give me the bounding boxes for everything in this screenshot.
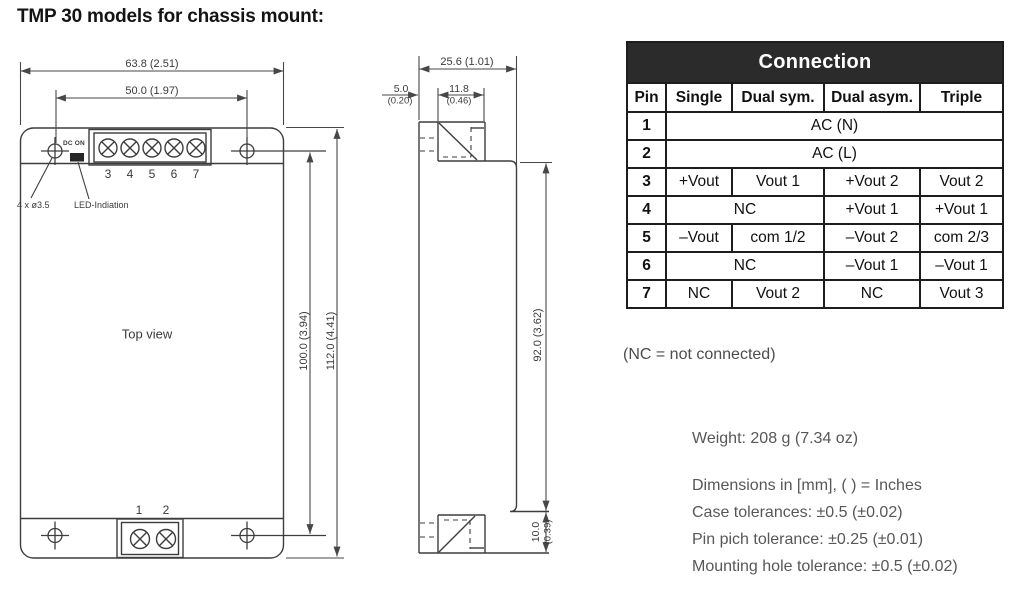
- value-cell: –Vout 1: [823, 251, 921, 281]
- dim-depth-label: 25.6 (1.01): [440, 56, 494, 68]
- col-header-dual-sym: Dual sym.: [731, 82, 825, 113]
- side-view-dimensions: [382, 56, 552, 552]
- dim-terminal-width-mm: 11.8: [449, 83, 469, 95]
- dim-hole-height-label: 100.0 (3.94): [298, 311, 310, 371]
- front-view-outline: [19, 127, 285, 559]
- pin-cell: 3: [626, 167, 667, 197]
- bottom-terminal-screws: [129, 528, 177, 550]
- dim-body-height-label: 92.0 (3.62): [532, 308, 544, 362]
- dim-terminal-offset-mm: 5.0: [393, 83, 409, 95]
- table-row: 5 –Vout com 1/2 –Vout 2 com 2/3: [626, 223, 1004, 253]
- table-header-row: Pin Single Dual sym. Dual asym. Triple: [626, 82, 1004, 113]
- pin-label: 3: [104, 167, 112, 181]
- table-row: 3 +Vout Vout 1 +Vout 2 Vout 2: [626, 167, 1004, 197]
- dim-outer-width-label: 63.8 (2.51): [125, 58, 179, 70]
- value-cell: Vout 3: [919, 279, 1004, 309]
- pin-cell: 7: [626, 279, 667, 309]
- table-row: 2 AC (L): [626, 139, 1004, 169]
- col-header-pin: Pin: [626, 82, 667, 113]
- pin-cell: 2: [626, 139, 667, 169]
- table-row: 4 NC +Vout 1 +Vout 1: [626, 195, 1004, 225]
- leader-lines: [30, 157, 90, 200]
- tolerance-notes: Dimensions in [mm], ( ) = Inches Case to…: [692, 472, 958, 580]
- value-cell: com 1/2: [731, 223, 825, 253]
- value-cell: NC: [665, 251, 825, 281]
- pin-pitch-tolerance-note: Pin pich tolerance: ±0.25 (±0.01): [692, 531, 924, 548]
- value-cell: Vout 1: [731, 167, 825, 197]
- pin-cell: 6: [626, 251, 667, 281]
- top-terminal-screws: [98, 138, 206, 158]
- value-cell: AC (L): [665, 139, 1004, 169]
- side-view-hidden-lines: [420, 127, 472, 549]
- value-cell: –Vout 1: [919, 251, 1004, 281]
- connection-table-title: Connection: [626, 41, 1004, 84]
- led-note: LED-Indiation: [74, 200, 129, 210]
- dim-terminal-height-mm: 10.0: [530, 521, 542, 543]
- pin-label: 7: [192, 167, 200, 181]
- weight-note: Weight: 208 g (7.34 oz): [692, 430, 859, 447]
- value-cell: +Vout 2: [823, 167, 921, 197]
- nc-footnote: (NC = not connected): [623, 346, 776, 363]
- dim-terminal-offset-in: (0.20): [387, 95, 413, 107]
- value-cell: +Vout 1: [919, 195, 1004, 225]
- value-cell: Vout 2: [731, 279, 825, 309]
- value-cell: com 2/3: [919, 223, 1004, 253]
- pin-label: 1: [135, 503, 143, 517]
- value-cell: NC: [665, 279, 733, 309]
- pin-label: 6: [170, 167, 178, 181]
- table-row: 7 NC Vout 2 NC Vout 3: [626, 279, 1004, 309]
- col-header-triple: Triple: [919, 82, 1004, 113]
- mounting-hole-tolerance-note: Mounting hole tolerance: ±0.5 (±0.02): [692, 558, 958, 575]
- dc-on-label: DC ON: [63, 140, 85, 147]
- col-header-dual-asym: Dual asym.: [823, 82, 921, 113]
- view-label: Top view: [121, 326, 173, 342]
- led-indicator: [70, 153, 84, 162]
- value-cell: NC: [823, 279, 921, 309]
- pin-cell: 4: [626, 195, 667, 225]
- value-cell: Vout 2: [919, 167, 1004, 197]
- pin-cell: 5: [626, 223, 667, 253]
- value-cell: +Vout 1: [823, 195, 921, 225]
- dim-hole-width-label: 50.0 (1.97): [125, 85, 179, 97]
- side-view-outline: [418, 121, 549, 554]
- mounting-hole-note: 4 x ø3.5: [17, 200, 50, 210]
- dim-terminal-height-in: (0.39): [542, 519, 554, 545]
- value-cell: –Vout 2: [823, 223, 921, 253]
- pin-label: 2: [162, 503, 170, 517]
- case-tolerance-note: Case tolerances: ±0.5 (±0.02): [692, 504, 903, 521]
- table-row: 1 AC (N): [626, 111, 1004, 141]
- pin-cell: 1: [626, 111, 667, 141]
- dim-terminal-width-in: (0.46): [446, 95, 472, 107]
- units-note: Dimensions in [mm], ( ) = Inches: [692, 477, 922, 494]
- pin-label: 5: [148, 167, 156, 181]
- dim-outer-height-label: 112.0 (4.41): [325, 311, 337, 371]
- value-cell: AC (N): [665, 111, 1004, 141]
- pin-label: 4: [126, 167, 134, 181]
- value-cell: NC: [665, 195, 825, 225]
- table-row: 6 NC –Vout 1 –Vout 1: [626, 251, 1004, 281]
- front-view-dimensions: [19, 62, 344, 559]
- value-cell: –Vout: [665, 223, 733, 253]
- col-header-single: Single: [665, 82, 733, 113]
- value-cell: +Vout: [665, 167, 733, 197]
- page-title: TMP 30 models for chassis mount:: [17, 6, 324, 27]
- connection-table: Connection Pin Single Dual sym. Dual asy…: [626, 41, 1004, 309]
